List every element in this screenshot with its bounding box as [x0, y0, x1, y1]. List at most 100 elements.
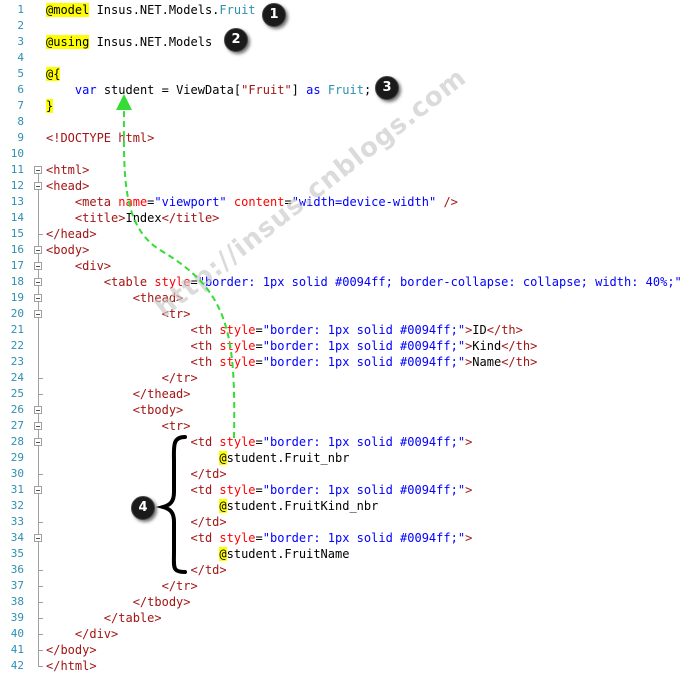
code-line: @model Insus.NET.Models.Fruit [46, 2, 256, 18]
code-token: > [465, 483, 473, 497]
line-number: 8 [17, 115, 24, 128]
collapse-toggle[interactable] [34, 406, 42, 414]
code-token: style [219, 339, 256, 353]
code-token: = [255, 435, 263, 449]
line-number: 42 [10, 659, 24, 672]
code-line: </td> [46, 466, 227, 482]
code-line: <div> [46, 258, 111, 274]
code-token: "viewport" [154, 195, 227, 209]
outline-guide [38, 494, 39, 522]
outline-end [38, 570, 43, 571]
code-token: = [284, 195, 292, 209]
outline-end [38, 618, 43, 619]
line-number: 11 [10, 163, 24, 176]
collapse-toggle[interactable] [34, 422, 42, 430]
line-number: 4 [17, 51, 24, 64]
collapse-toggle[interactable] [34, 294, 42, 302]
code-token: "border: 1px solid #0094ff; border-colla… [197, 275, 682, 289]
outline-guide [38, 190, 39, 234]
code-token: </td> [190, 563, 227, 577]
line-number: 6 [17, 83, 24, 96]
code-token: ID [472, 323, 487, 337]
collapse-toggle[interactable] [34, 278, 42, 286]
code-line: <body> [46, 242, 89, 258]
line-number: 34 [10, 531, 24, 544]
outline-end [38, 650, 43, 651]
code-line: } [46, 98, 54, 114]
outline-end [38, 602, 43, 603]
callout-badge-1: 1 [262, 3, 286, 27]
code-line: @{ [46, 66, 61, 82]
code-token: </tr> [161, 579, 198, 593]
code-token: <title> [74, 211, 126, 225]
code-line: </tr> [46, 578, 198, 594]
code-token: style [219, 531, 256, 545]
code-line: @student.FruitKind_nbr [46, 498, 378, 514]
code-token: Fruit [219, 3, 256, 17]
collapse-toggle[interactable] [34, 486, 42, 494]
line-number: 26 [10, 403, 24, 416]
line-number: 23 [10, 355, 24, 368]
line-number: 18 [10, 275, 24, 288]
collapse-toggle[interactable] [34, 438, 42, 446]
code-token: "border: 1px solid #0094ff;" [262, 339, 466, 353]
code-token: Name [472, 355, 502, 369]
line-number: 17 [10, 259, 24, 272]
code-line: <tbody> [46, 402, 184, 418]
code-token: Insus.NET.Models. [89, 3, 220, 17]
collapse-toggle[interactable] [34, 534, 42, 542]
code-token: content [233, 195, 285, 209]
code-token: </div> [74, 627, 119, 641]
line-number: 28 [10, 435, 24, 448]
code-line: @student.FruitName [46, 546, 349, 562]
code-line: <tr> [46, 418, 191, 434]
line-number: 39 [10, 611, 24, 624]
code-line: </td> [46, 562, 227, 578]
collapse-toggle[interactable] [34, 166, 42, 174]
line-number: 32 [10, 499, 24, 512]
code-line: </head> [46, 226, 97, 242]
collapse-toggle[interactable] [34, 310, 42, 318]
code-line: <td style="border: 1px solid #0094ff;"> [46, 482, 473, 498]
line-number: 16 [10, 243, 24, 256]
code-token: > [465, 435, 473, 449]
code-token: name [118, 195, 148, 209]
collapse-toggle[interactable] [34, 262, 42, 270]
line-number: 25 [10, 387, 24, 400]
outline-end [38, 234, 43, 235]
code-token: = [255, 323, 263, 337]
outline-end [38, 666, 43, 667]
code-token: <html> [46, 163, 90, 177]
collapse-toggle[interactable] [34, 182, 42, 190]
code-line: <th style="border: 1px solid #0094ff;">I… [46, 322, 523, 338]
code-token: <td [190, 483, 220, 497]
line-number: 31 [10, 483, 24, 496]
code-token: <!DOCTYPE html> [46, 131, 155, 145]
code-line: @using Insus.NET.Models [46, 34, 212, 50]
code-token: @ [219, 547, 227, 561]
line-number: 20 [10, 307, 24, 320]
line-number: 10 [10, 147, 24, 160]
code-token: Insus.NET.Models [89, 35, 213, 49]
code-token: </body> [46, 643, 97, 657]
code-line: <html> [46, 162, 89, 178]
code-token: style [219, 355, 256, 369]
collapse-toggle[interactable] [34, 246, 42, 254]
code-token: </th> [486, 323, 523, 337]
outline-guide [38, 318, 39, 378]
line-number: 12 [10, 179, 24, 192]
code-token: <body> [46, 243, 90, 257]
code-token: style [154, 275, 191, 289]
code-token: "border: 1px solid #0094ff;" [262, 355, 466, 369]
code-token: </tr> [161, 371, 198, 385]
code-token: </html> [46, 659, 97, 673]
code-token: </title> [161, 211, 220, 225]
code-token: <tbody> [132, 403, 184, 417]
line-number: 27 [10, 419, 24, 432]
code-token: > [465, 339, 473, 353]
code-token: </head> [46, 227, 97, 241]
code-token: @{ [46, 67, 61, 81]
